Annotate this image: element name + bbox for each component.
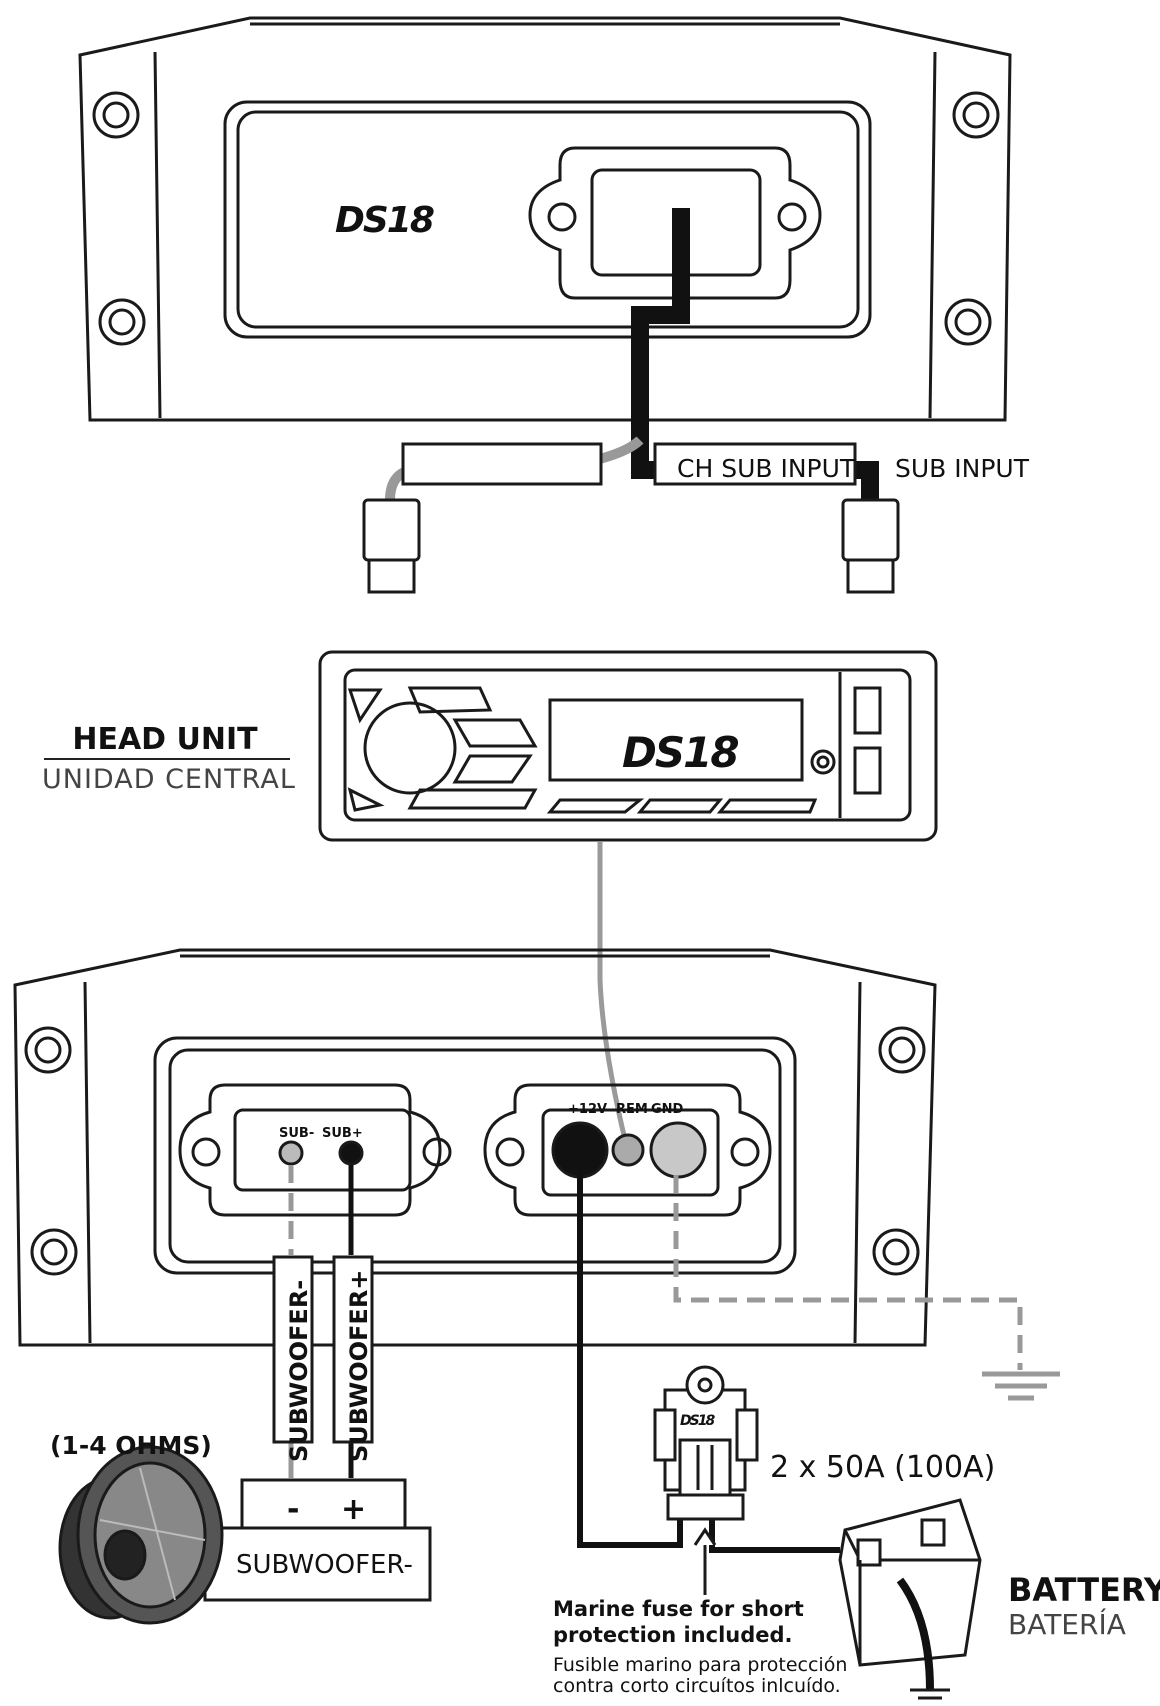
subwoofer-plus-wire-label: SUBWOOFER+ — [345, 1269, 373, 1462]
plus12v-terminal-label: +12V — [568, 1102, 608, 1117]
rca-connectors — [362, 442, 900, 594]
ch-sub-input-label: CH SUB INPUT — [677, 454, 856, 483]
subwoofer-box-label: SUBWOOFER- — [236, 1550, 413, 1580]
fuse-rating-label: 2 x 50A (100A) — [770, 1450, 996, 1485]
top-amplifier — [78, 16, 1012, 422]
amp-top-logo: DS18 — [335, 200, 435, 241]
ground-symbol — [982, 1371, 1060, 1401]
rem-terminal-label: REM — [616, 1102, 648, 1117]
amp-wires — [288, 1165, 1023, 1553]
subwoofer-wire-label-boxes — [272, 1255, 374, 1444]
sub-input-label: SUB INPUT — [895, 454, 1029, 483]
subwoofer-terminal-box — [203, 1478, 432, 1602]
fuse-note-spanish: Fusible marino para protección contra co… — [553, 1654, 848, 1697]
battery-icon — [838, 1498, 982, 1700]
subwoofer-minus-wire-label: SUBWOOFER- — [285, 1279, 313, 1462]
subwoofer-impedance-label: (1-4 OHMS) — [50, 1431, 212, 1460]
battery-subtitle: BATERÍA — [1008, 1608, 1126, 1641]
subwoofer-plus-terminal: + — [341, 1492, 367, 1527]
marine-fuse-icon — [653, 1365, 759, 1595]
bottom-amplifier — [13, 948, 937, 1347]
sub-minus-terminal-label: SUB- — [279, 1126, 315, 1141]
fuse-note-english: Marine fuse for short protection include… — [553, 1597, 804, 1647]
head-unit — [318, 650, 938, 842]
subwoofer-minus-terminal: - — [287, 1492, 300, 1527]
head-unit-subtitle: UNIDAD CENTRAL — [42, 764, 296, 795]
gnd-terminal-label: GND — [651, 1102, 684, 1117]
sub-plus-terminal-label: SUB+ — [322, 1126, 363, 1141]
head-unit-divider — [44, 758, 290, 760]
fuse-logo: DS18 — [680, 1413, 715, 1429]
head-unit-logo: DS18 — [622, 728, 740, 777]
head-unit-title: HEAD UNIT — [72, 722, 258, 757]
battery-title: BATTERY — [1008, 1571, 1160, 1609]
subwoofer-speaker-icon — [58, 1445, 224, 1625]
amp-terminals — [278, 1121, 707, 1179]
